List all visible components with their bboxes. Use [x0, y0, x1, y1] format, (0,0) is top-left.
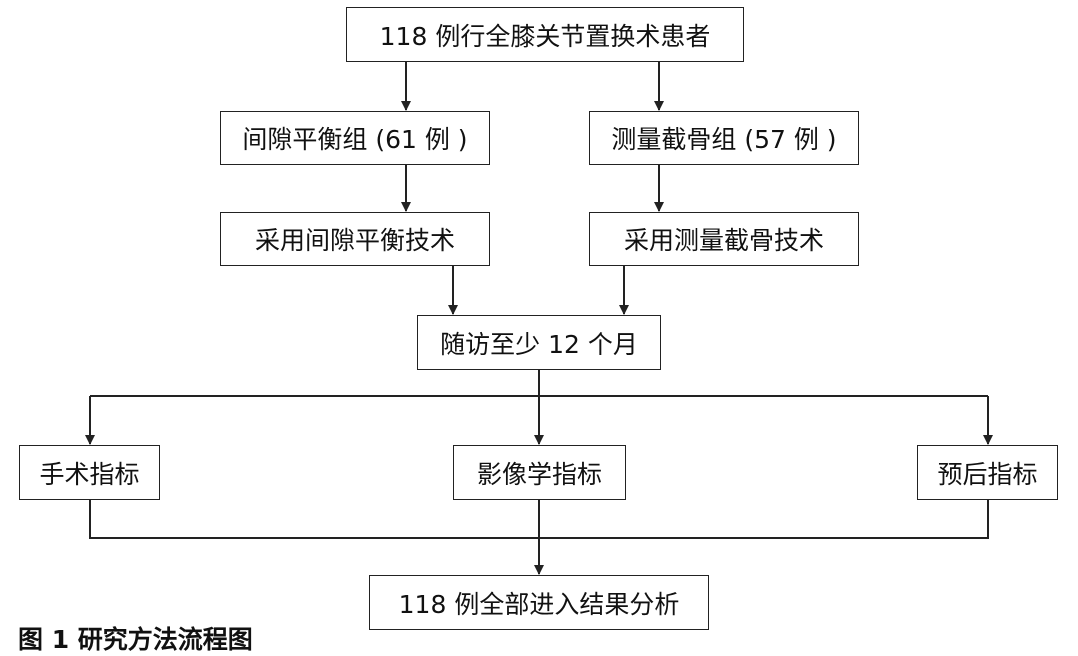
prognosis-indicators-box: 预后指标 [917, 445, 1058, 500]
gap-technique-box: 采用间隙平衡技术 [220, 212, 490, 266]
gap-group-box: 间隙平衡组 (61 例 ) [220, 111, 490, 165]
flowchart: 118 例行全膝关节置换术患者 间隙平衡组 (61 例 ) 测量截骨组 (57 … [18, 7, 1058, 654]
patients-box: 118 例行全膝关节置换术患者 [346, 7, 744, 62]
imaging-indicators-box: 影像学指标 [453, 445, 626, 500]
measured-group-box: 测量截骨组 (57 例 ) [589, 111, 859, 165]
figure-caption: 图 1 研究方法流程图 [18, 625, 253, 654]
connectors [85, 62, 993, 575]
surgical-indicators-box: 手术指标 [19, 445, 160, 500]
analysis-box: 118 例全部进入结果分析 [369, 575, 709, 630]
followup-box: 随访至少 12 个月 [417, 315, 661, 370]
measured-technique-box: 采用测量截骨技术 [589, 212, 859, 266]
